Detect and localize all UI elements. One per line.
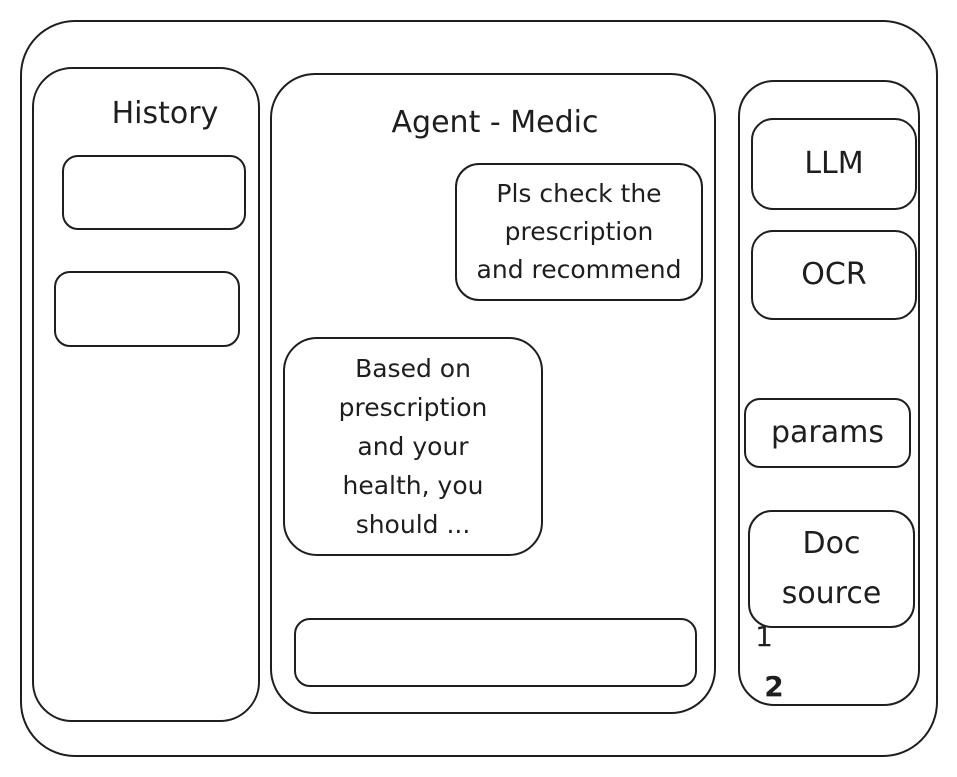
user-message-line: Pls check the — [496, 179, 662, 208]
history-title: History — [111, 96, 219, 131]
user-message-bubble: Pls check the prescription and recommend — [455, 163, 703, 301]
agent-message-line: should ... — [355, 510, 471, 539]
user-message-line: prescription — [504, 217, 654, 246]
agent-message-line: health, you — [342, 471, 484, 500]
params-button[interactable]: params — [744, 398, 911, 468]
agent-message-bubble: Based on prescription and your health, y… — [283, 337, 543, 556]
doc-source-button[interactable]: Doc source — [748, 510, 915, 628]
llm-button[interactable]: LLM — [751, 118, 917, 210]
app-window — [20, 20, 938, 757]
ocr-button[interactable]: OCR — [751, 230, 917, 320]
doc-source-label: Doc — [802, 526, 861, 561]
agent-message-line: prescription — [338, 393, 488, 422]
history-item[interactable] — [54, 271, 240, 347]
doc-source-label: source — [781, 576, 882, 611]
chat-title: Agent - Medic — [391, 105, 599, 140]
agent-message-line: and your — [357, 432, 469, 461]
user-message-line: and recommend — [476, 255, 682, 284]
agent-message-line: Based on — [355, 354, 471, 383]
settings-panel — [738, 80, 920, 706]
history-item[interactable] — [62, 155, 246, 230]
doc-list-item[interactable]: 1 — [755, 620, 773, 653]
history-panel — [32, 67, 260, 722]
chat-input[interactable] — [294, 618, 697, 687]
doc-list-item[interactable]: 2 — [764, 670, 784, 703]
chat-panel — [270, 73, 716, 714]
